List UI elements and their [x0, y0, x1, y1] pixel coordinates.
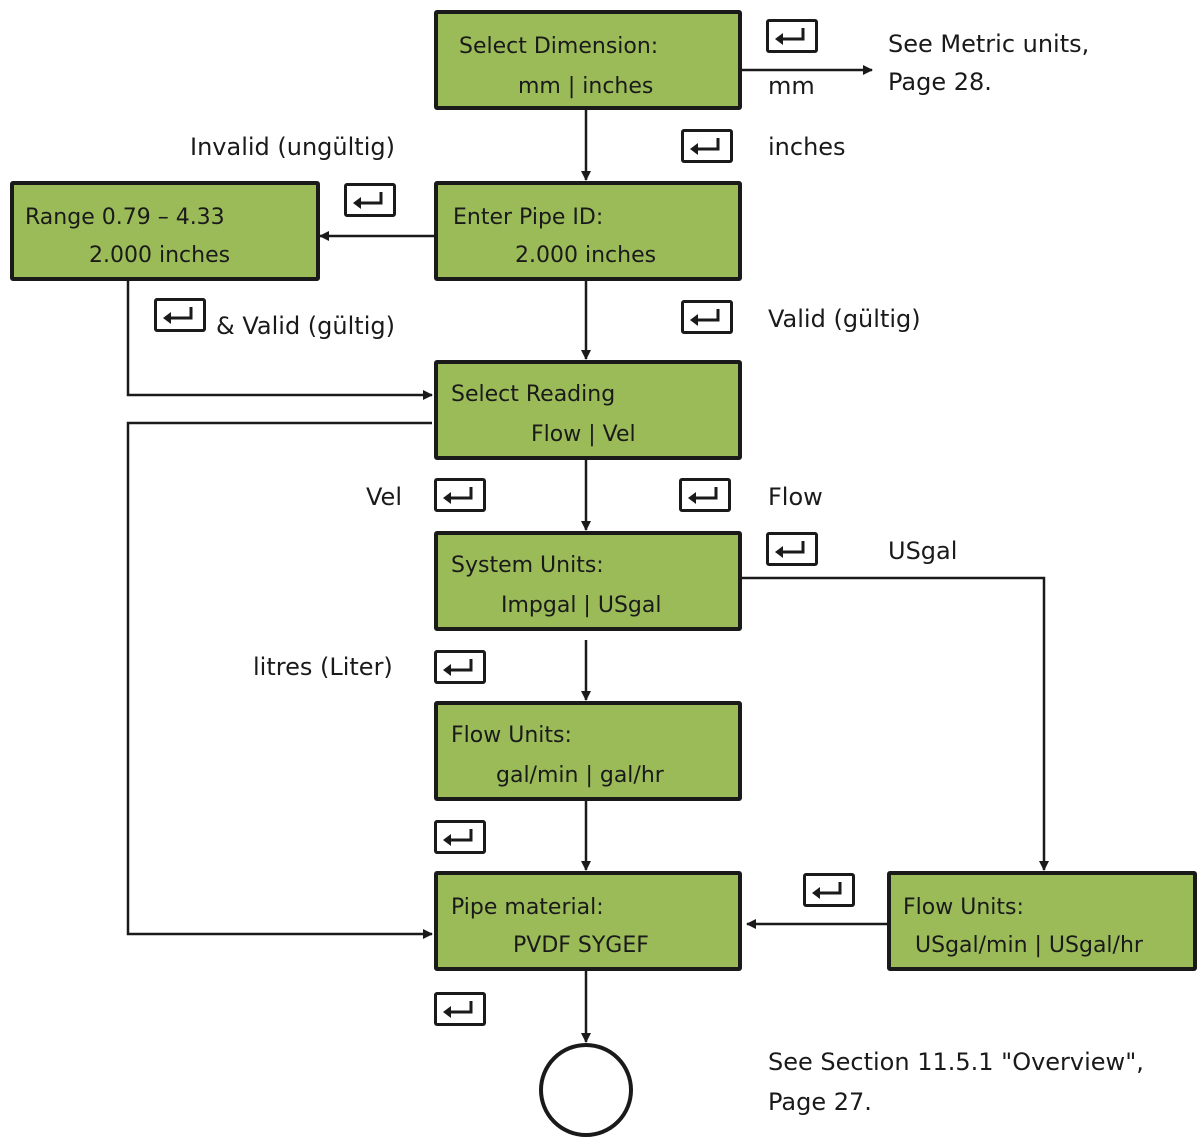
box-line-1: Pipe material:	[451, 895, 604, 920]
box-select-reading: Select Reading Flow | Vel	[434, 360, 742, 460]
box-line-1: Select Reading	[451, 382, 616, 407]
box-select-dimension: Select Dimension: mm | inches	[434, 10, 742, 110]
arrow-reading-to-pipe-material	[126, 421, 433, 939]
enter-key-icon	[434, 992, 486, 1026]
label-see-section-line-2: Page 27.	[768, 1088, 872, 1116]
enter-key-icon	[766, 19, 818, 53]
box-enter-pipe-id: Enter Pipe ID: 2.000 inches	[434, 181, 742, 281]
box-line-2: USgal/min | USgal/hr	[915, 933, 1143, 958]
box-line-1: Select Dimension:	[459, 34, 659, 59]
label-vel: Vel	[366, 483, 402, 511]
label-inches: inches	[768, 133, 846, 161]
label-valid: Valid (gültig)	[768, 305, 921, 333]
label-see-metric-line-2: Page 28.	[888, 68, 992, 96]
box-line-1: System Units:	[451, 553, 604, 578]
box-line-1: Flow Units:	[451, 723, 572, 748]
enter-key-icon	[766, 532, 818, 566]
box-line-1: Flow Units:	[903, 895, 1024, 920]
end-connector-circle	[539, 1043, 633, 1137]
box-line-2: mm | inches	[518, 74, 654, 99]
box-pipe-material: Pipe material: PVDF SYGEF	[434, 871, 742, 971]
enter-key-icon	[681, 129, 733, 163]
enter-key-icon	[803, 873, 855, 907]
box-line-2: Flow | Vel	[531, 422, 636, 447]
label-see-section-line-1: See Section 11.5.1 "Overview",	[768, 1048, 1144, 1076]
enter-key-icon	[434, 650, 486, 684]
box-line-2: 2.000 inches	[89, 243, 231, 268]
label-see-metric-line-1: See Metric units,	[888, 30, 1090, 58]
enter-key-icon	[681, 300, 733, 334]
label-litres: litres (Liter)	[253, 653, 393, 681]
enter-key-icon	[679, 478, 731, 512]
label-usgal: USgal	[888, 537, 958, 565]
enter-key-icon	[434, 478, 486, 512]
label-valid-and: & Valid (gültig)	[216, 312, 395, 340]
box-line-2: 2.000 inches	[515, 243, 657, 268]
label-flow: Flow	[768, 483, 823, 511]
arrow-range-to-reading	[126, 281, 433, 400]
box-line-1: Enter Pipe ID:	[453, 205, 604, 230]
enter-key-icon	[434, 820, 486, 854]
box-line-2: Impgal | USgal	[501, 593, 662, 618]
enter-key-icon	[344, 183, 396, 217]
box-line-1: Range 0.79 – 4.33	[25, 205, 225, 230]
box-flow-units-us: Flow Units: USgal/min | USgal/hr	[887, 871, 1197, 971]
box-line-2: PVDF SYGEF	[513, 933, 649, 958]
label-mm: mm	[768, 72, 815, 100]
box-system-units: System Units: Impgal | USgal	[434, 531, 742, 631]
box-range: Range 0.79 – 4.33 2.000 inches	[10, 181, 320, 281]
box-flow-units: Flow Units: gal/min | gal/hr	[434, 701, 742, 801]
arrow-system-units-to-us-flow-units	[741, 576, 1049, 871]
box-line-2: gal/min | gal/hr	[496, 763, 664, 788]
label-invalid: Invalid (ungültig)	[190, 133, 395, 161]
enter-key-icon	[154, 298, 206, 332]
